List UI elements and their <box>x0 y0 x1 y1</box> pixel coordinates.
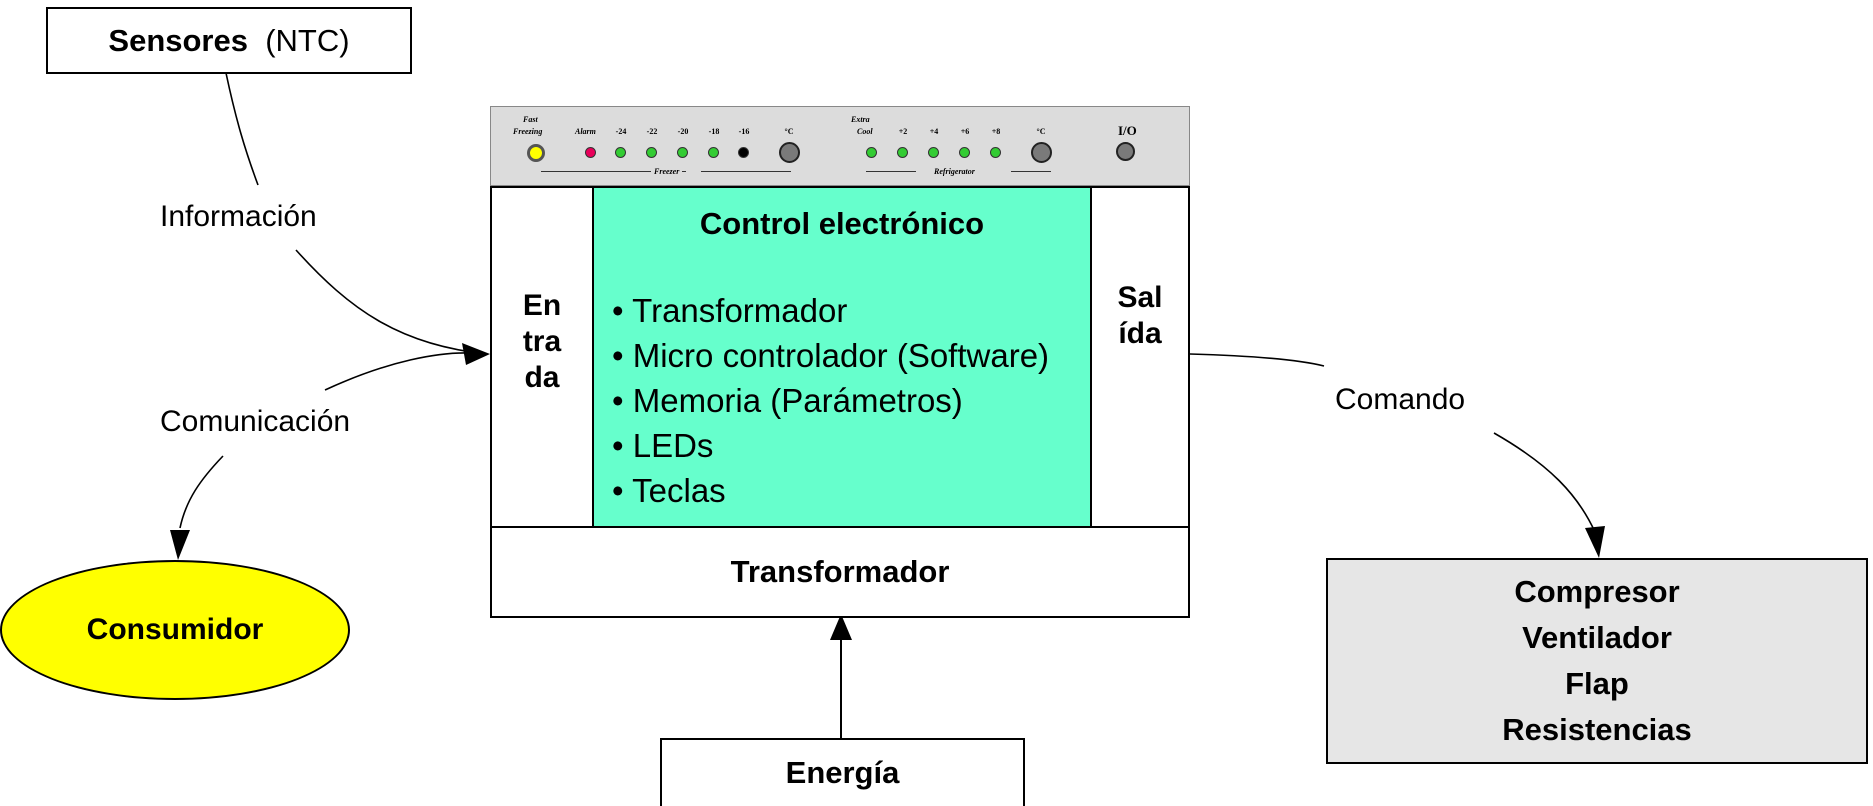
fridge-led-2 <box>897 147 908 158</box>
control-panel: Fast Freezing Alarm -24 -22 -20 -18 -16 … <box>490 106 1190 186</box>
sensores-type: (NTC) <box>265 22 350 58</box>
actuadores-box: Compresor Ventilador Flap Resistencias <box>1326 558 1868 764</box>
list-item: Transformador <box>612 288 1049 333</box>
comunicacion-label: Comunicación <box>160 405 351 438</box>
fridge-temp-1: +2 <box>898 127 908 136</box>
entrada-part-1: En <box>522 289 562 322</box>
list-item: LEDs <box>612 423 1049 468</box>
power-button[interactable] <box>1116 142 1135 161</box>
comando-to-actuadores-arrow <box>1493 432 1596 533</box>
sensores-label: Sensores <box>108 22 248 58</box>
freezer-led-2 <box>646 147 657 158</box>
actuador-ventilador: Ventilador <box>1522 620 1672 655</box>
consumidor-arrowhead <box>170 530 190 560</box>
freezer-led-1 <box>615 147 626 158</box>
list-item: Micro controlador (Software) <box>612 333 1049 378</box>
fridge-led-5 <box>990 147 1001 158</box>
actuador-compresor: Compresor <box>1514 574 1680 609</box>
control-electronico-box: Control electrónico Transformador Micro … <box>592 188 1092 526</box>
alarm-led <box>585 147 596 158</box>
freezer-button[interactable] <box>779 142 800 163</box>
freezer-led-3 <box>677 147 688 158</box>
sensores-to-informacion-line <box>225 72 259 186</box>
entrada-part-2: tra <box>522 325 562 358</box>
control-components-list: Transformador Micro controlador (Softwar… <box>612 288 1049 513</box>
comando-label: Comando <box>1335 383 1466 416</box>
transformador-label: Transformador <box>730 554 950 589</box>
cool-label: Cool <box>857 127 873 136</box>
refrigerator-label: Refrigerator <box>934 167 975 176</box>
freezer-temp-4: -18 <box>708 127 720 136</box>
actuador-flap: Flap <box>1565 666 1629 701</box>
list-item: Teclas <box>612 468 1049 513</box>
control-title: Control electrónico <box>699 206 985 241</box>
salida-part-1: Sal <box>1117 281 1163 314</box>
comunicacion-to-entrada-line <box>324 352 471 391</box>
transformador-arrowhead <box>830 614 852 640</box>
freezer-line-right <box>701 171 791 172</box>
extra-label: Extra <box>851 115 870 124</box>
fridge-unit: °C <box>1036 127 1046 136</box>
fast-label: Fast <box>523 115 538 124</box>
transformador-row: Transformador <box>492 526 1188 616</box>
entrada-part-3: da <box>524 361 560 394</box>
freezer-led-5 <box>738 147 749 158</box>
refrigerator-line-right <box>1011 171 1051 172</box>
list-item: Memoria (Parámetros) <box>612 378 1049 423</box>
freezer-line-left <box>541 171 686 172</box>
freezer-led-4 <box>708 147 719 158</box>
power-icon: I/O <box>1118 123 1137 138</box>
fast-freezing-led <box>527 144 545 162</box>
fridge-led-3 <box>928 147 939 158</box>
freezer-temp-5: -16 <box>738 127 750 136</box>
consumidor-ellipse: Consumidor <box>0 560 350 700</box>
fridge-temp-3: +6 <box>960 127 970 136</box>
salida-to-comando-line <box>1189 353 1325 367</box>
comunicacion-to-consumidor-arrow <box>179 455 224 529</box>
freezer-label: Freezer <box>651 167 683 176</box>
salida-part-2: ída <box>1118 317 1162 350</box>
freezer-temp-1: -24 <box>615 127 627 136</box>
consumidor-label: Consumidor <box>86 613 264 646</box>
freezer-unit: °C <box>784 127 794 136</box>
fridge-led-4 <box>959 147 970 158</box>
control-unit-box: En tra da Control electrónico Transforma… <box>490 186 1190 618</box>
informacion-to-entrada-arrow <box>295 249 488 355</box>
freezer-temp-3: -20 <box>677 127 689 136</box>
alarm-label: Alarm <box>575 127 596 136</box>
fridge-led-1 <box>866 147 877 158</box>
fridge-temp-2: +4 <box>929 127 939 136</box>
sensores-box: Sensores (NTC) <box>46 7 412 74</box>
entrada-column: En tra da <box>492 188 592 526</box>
entrada-arrowhead <box>462 343 490 365</box>
energia-label: Energía <box>785 755 900 790</box>
informacion-label: Información <box>160 200 317 233</box>
actuadores-arrowhead <box>1585 526 1605 558</box>
actuador-resistencias: Resistencias <box>1502 712 1692 747</box>
freezer-temp-2: -22 <box>646 127 658 136</box>
freezing-label: Freezing <box>513 127 543 136</box>
salida-column: Sal ída <box>1092 188 1188 526</box>
fridge-temp-4: +8 <box>991 127 1001 136</box>
refrigerator-line-left <box>866 171 916 172</box>
fridge-button[interactable] <box>1031 142 1052 163</box>
energia-box: Energía <box>660 738 1025 806</box>
